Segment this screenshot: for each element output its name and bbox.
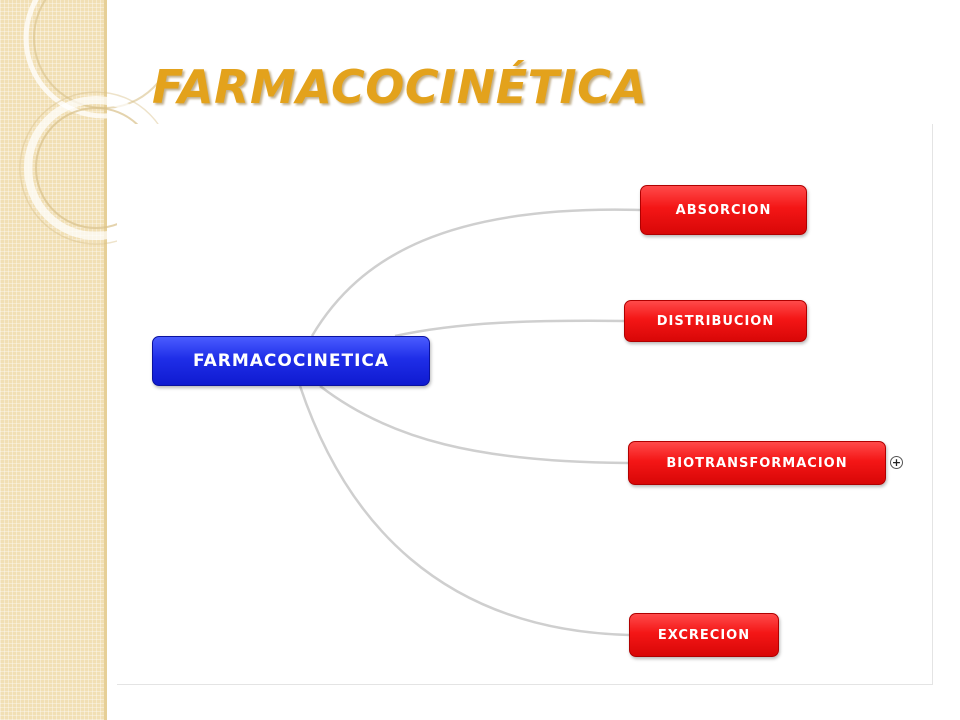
decorative-rings-icon xyxy=(19,0,160,245)
node-excrecion-label: EXCRECION xyxy=(657,627,751,643)
plus-circle-icon[interactable]: + xyxy=(890,456,903,469)
node-absorcion-label: ABSORCION xyxy=(675,202,772,218)
connector-absorcion xyxy=(310,208,641,337)
connector-biotransformacion xyxy=(319,385,629,465)
node-distribucion-label: DISTRIBUCION xyxy=(656,313,775,329)
node-absorcion[interactable]: ABSORCION xyxy=(640,185,807,235)
side-band-divider xyxy=(104,0,107,720)
slide-title: FARMACOCINÉTICA xyxy=(152,60,648,114)
node-biotransformacion[interactable]: BIOTRANSFORMACION xyxy=(628,441,886,485)
connector-distribucion xyxy=(394,319,625,338)
node-biotransformacion-label: BIOTRANSFORMACION xyxy=(666,455,848,471)
connector-excrecion xyxy=(298,385,630,637)
node-excrecion[interactable]: EXCRECION xyxy=(629,613,779,657)
node-distribucion[interactable]: DISTRIBUCION xyxy=(624,300,807,342)
root-node-label: FARMACOCINETICA xyxy=(192,351,390,371)
root-node[interactable]: FARMACOCINETICA xyxy=(152,336,430,386)
